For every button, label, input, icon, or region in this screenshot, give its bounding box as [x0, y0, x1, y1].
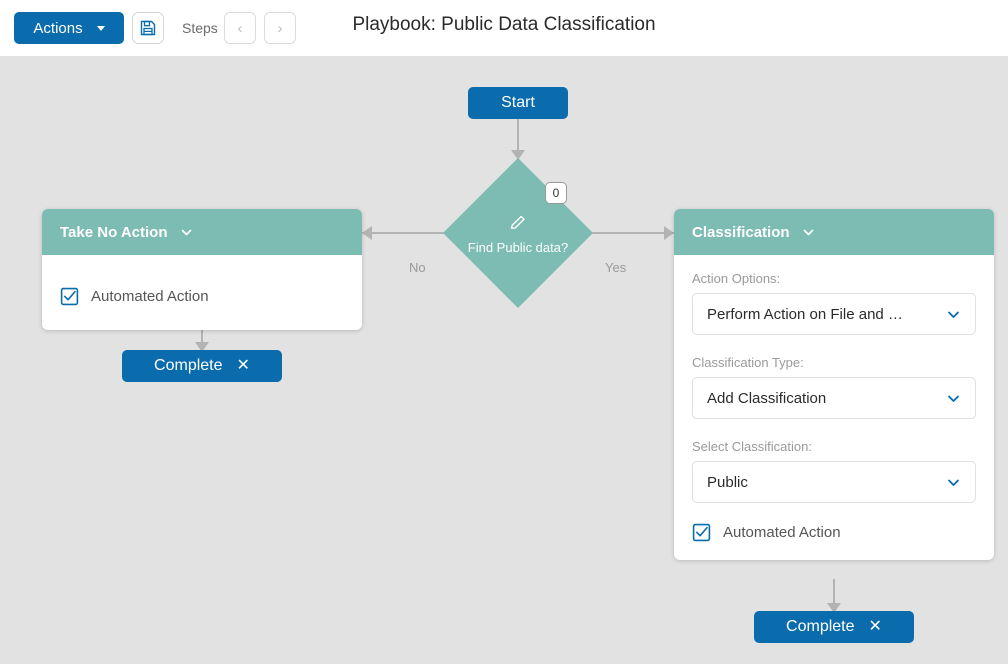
classification-card-title: Classification: [692, 223, 790, 241]
connector-arrow-yes: [664, 226, 674, 240]
classification-card-body: Action Options: Perform Action on File a…: [674, 255, 994, 560]
flow-canvas: No Yes Start Find Public data? 0 Take No…: [0, 56, 1008, 664]
connector-right-card-to-complete: [833, 579, 835, 611]
step-next-button[interactable]: ›: [264, 12, 296, 44]
actions-button-label: Actions: [33, 19, 83, 37]
decision-count-badge[interactable]: 0: [545, 182, 567, 204]
branch-label-no: No: [409, 260, 426, 275]
take-no-action-card: Take No Action Automated Action: [42, 209, 362, 330]
connector-decision-to-right-card: [582, 232, 674, 234]
connector-decision-to-left-card: [362, 232, 454, 234]
classification-card: Classification Action Options: Perform A…: [674, 209, 994, 560]
connector-left-card-to-complete: [201, 318, 203, 350]
action-options-label: Action Options:: [692, 271, 781, 286]
select-classification-label: Select Classification:: [692, 439, 812, 454]
automated-action-checkbox-row[interactable]: Automated Action: [692, 523, 976, 542]
checkbox-checked-icon[interactable]: [60, 287, 79, 306]
chevron-left-icon: ‹: [237, 19, 243, 37]
chevron-down-icon[interactable]: [180, 226, 193, 239]
decision-node[interactable]: Find Public data?: [443, 158, 593, 308]
take-no-action-card-title: Take No Action: [60, 223, 168, 241]
pencil-icon: [510, 215, 525, 229]
close-x-icon[interactable]: ✕: [868, 618, 882, 635]
automated-action-label: Automated Action: [91, 288, 209, 305]
classification-type-value: Add Classification: [707, 389, 827, 407]
classification-type-select[interactable]: Add Classification: [692, 377, 976, 419]
select-classification-select[interactable]: Public: [692, 461, 976, 503]
actions-button[interactable]: Actions: [14, 12, 124, 44]
take-no-action-card-body: Automated Action: [42, 255, 362, 330]
start-node-label: Start: [501, 94, 535, 111]
steps-label: Steps: [182, 20, 218, 36]
connector-arrow-start-to-decision: [511, 150, 525, 160]
connector-arrow-left-complete: [195, 342, 209, 352]
complete-node-label: Complete: [154, 357, 223, 374]
chevron-down-icon: [948, 311, 959, 318]
complete-node-label: Complete: [786, 618, 855, 635]
chevron-down-icon[interactable]: [802, 226, 815, 239]
complete-node-right[interactable]: Complete ✕: [754, 611, 914, 643]
select-classification-value: Public: [707, 473, 748, 491]
checkbox-checked-icon[interactable]: [692, 523, 711, 542]
chevron-down-icon: [948, 395, 959, 402]
automated-action-checkbox-row[interactable]: Automated Action: [60, 271, 344, 312]
connector-start-to-decision: [517, 119, 519, 158]
complete-node-left[interactable]: Complete ✕: [122, 350, 282, 382]
caret-down-icon: [96, 25, 105, 31]
decision-node-content[interactable]: Find Public data?: [443, 158, 593, 308]
connector-arrow-right-complete: [827, 603, 841, 613]
branch-label-yes: Yes: [605, 260, 627, 275]
top-toolbar: Actions Steps ‹ › Playbook: Public Data …: [0, 0, 1008, 56]
save-floppy-icon: [140, 20, 156, 36]
step-prev-button[interactable]: ‹: [224, 12, 256, 44]
classification-card-header[interactable]: Classification: [674, 209, 994, 255]
start-node[interactable]: Start: [468, 87, 568, 119]
save-button[interactable]: [132, 12, 164, 44]
chevron-right-icon: ›: [277, 19, 283, 37]
take-no-action-card-header[interactable]: Take No Action: [42, 209, 362, 255]
chevron-down-icon: [948, 479, 959, 486]
connector-arrow-no: [362, 226, 372, 240]
close-x-icon[interactable]: ✕: [236, 357, 250, 374]
action-options-select[interactable]: Perform Action on File and …: [692, 293, 976, 335]
action-options-value: Perform Action on File and …: [707, 305, 903, 323]
decision-node-label: Find Public data?: [467, 239, 569, 255]
automated-action-label: Automated Action: [723, 524, 841, 541]
classification-type-label: Classification Type:: [692, 355, 804, 370]
